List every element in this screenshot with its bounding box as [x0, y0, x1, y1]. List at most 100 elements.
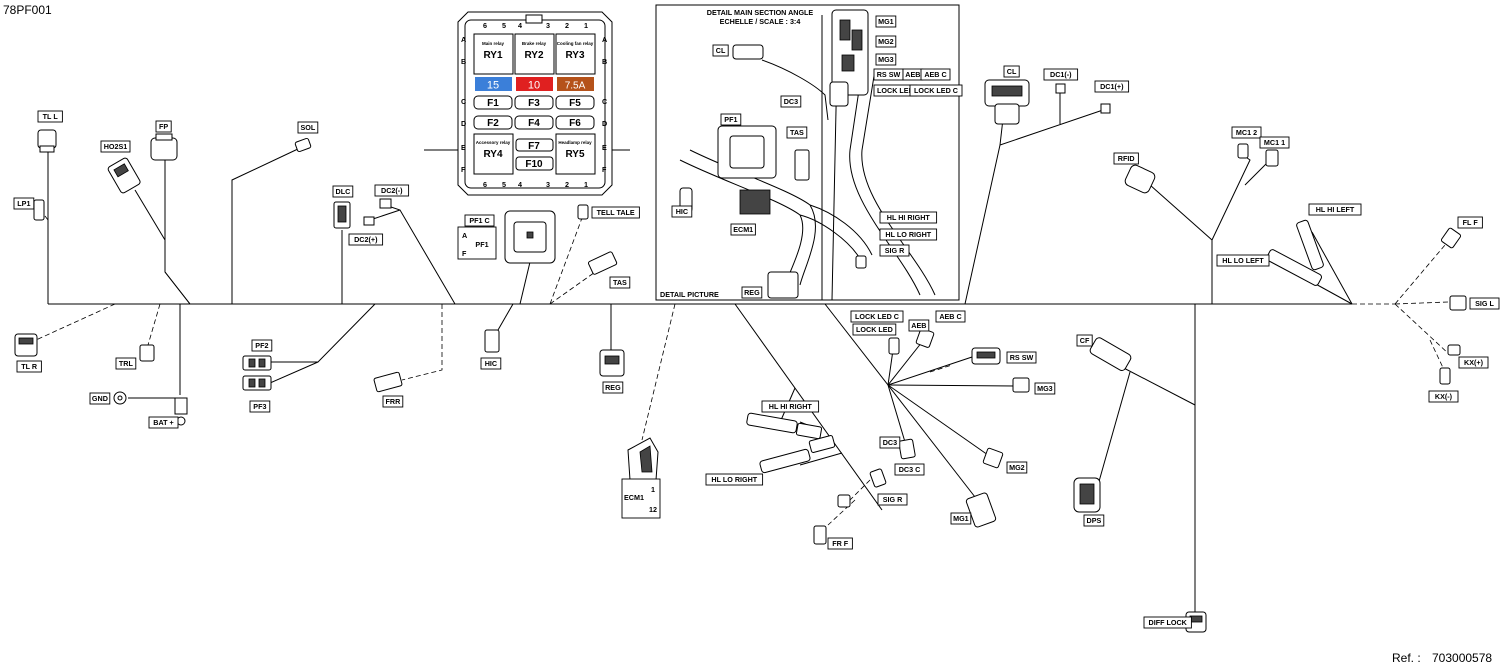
kx-pos-connector: [1447, 344, 1461, 356]
label-mc1-2: MC1 2: [1231, 126, 1262, 139]
svg-text:F7: F7: [528, 141, 540, 152]
svg-text:DC3: DC3: [784, 97, 798, 106]
label-tas: TAS: [786, 126, 808, 139]
label-gnd: GND: [89, 392, 111, 405]
svg-text:D: D: [602, 119, 607, 128]
fr-f-connector: [813, 494, 851, 545]
svg-text:F: F: [461, 165, 466, 174]
svg-text:5: 5: [502, 21, 506, 30]
label-aeb: AEB: [902, 68, 924, 81]
svg-text:A: A: [602, 35, 607, 44]
svg-text:10: 10: [528, 80, 540, 92]
label-frr: FRR: [382, 395, 404, 408]
label-sig-r: SIG R: [877, 493, 908, 506]
dc2-pos-connector: [363, 216, 375, 226]
svg-text:RY4: RY4: [483, 149, 503, 160]
svg-text:DPS: DPS: [1087, 516, 1102, 525]
mg3-connector: [1012, 377, 1030, 393]
label-mc1-1: MC1 1: [1259, 136, 1290, 149]
fuse-f6: F6: [555, 115, 595, 130]
svg-text:D: D: [461, 119, 466, 128]
fuse-f5: F5: [555, 95, 595, 110]
svg-text:DC3: DC3: [883, 438, 897, 447]
connectors: [14, 79, 1467, 633]
svg-text:15: 15: [487, 80, 499, 92]
label-diff-lock: DIFF LOCK: [1143, 616, 1192, 629]
svg-text:F: F: [602, 165, 607, 174]
svg-text:AEB C: AEB C: [939, 312, 961, 321]
svg-text:MG1: MG1: [878, 17, 894, 26]
svg-text:C: C: [461, 97, 466, 106]
label-tas: TAS: [609, 276, 631, 289]
label-lock-led-c: LOCK LED C: [909, 84, 963, 97]
label-dc3-c: DC3 C: [894, 463, 925, 476]
svg-text:MG2: MG2: [878, 37, 894, 46]
svg-text:HO2S1: HO2S1: [104, 142, 128, 151]
svg-text:F1: F1: [487, 98, 499, 109]
label-mg1: MG1: [950, 512, 972, 525]
svg-text:HIC: HIC: [485, 359, 497, 368]
svg-text:SIG L: SIG L: [1475, 299, 1494, 308]
svg-text:AEB: AEB: [905, 70, 920, 79]
svg-text:CL: CL: [716, 46, 726, 55]
label-aeb: AEB: [908, 319, 930, 332]
label-tl-l: TL L: [37, 110, 63, 123]
relay-ry4: Accessory relay RY4: [473, 133, 514, 175]
fuse-box-column-numbers-top: 6 5 4 3 2 1: [483, 21, 588, 30]
svg-text:E: E: [602, 143, 607, 152]
dc3-connector: [898, 438, 916, 460]
label-dc3: DC3: [879, 436, 901, 449]
svg-text:HL HI RIGHT: HL HI RIGHT: [887, 213, 931, 222]
svg-text:DC2(+): DC2(+): [354, 235, 378, 244]
mg2-connector: [982, 447, 1004, 469]
label-fp: FP: [155, 120, 172, 133]
svg-text:A: A: [462, 231, 467, 240]
svg-text:SOL: SOL: [301, 123, 316, 132]
svg-text:TAS: TAS: [613, 278, 627, 287]
label-mg2: MG2: [1006, 461, 1028, 474]
svg-text:B: B: [602, 57, 607, 66]
relay-ry5: Headlamp relay RY5: [555, 133, 596, 175]
svg-text:2: 2: [565, 180, 569, 189]
svg-text:MG1: MG1: [953, 514, 969, 523]
fuse-f2: F2: [473, 115, 513, 130]
svg-text:1: 1: [584, 180, 588, 189]
fuse-f10: F10: [515, 156, 554, 171]
svg-text:KX(-): KX(-): [1435, 392, 1453, 401]
svg-text:RY3: RY3: [565, 50, 585, 61]
ecm1-pinout-box: ECM1 1 12: [621, 478, 661, 519]
svg-text:ECM1: ECM1: [624, 493, 644, 502]
detail-title: DETAIL MAIN SECTION ANGLE: [707, 8, 814, 17]
svg-text:AEB: AEB: [911, 321, 926, 330]
tas-connector: [587, 251, 618, 275]
svg-text:LOCK LED C: LOCK LED C: [914, 86, 958, 95]
label-dlc: DLC: [332, 185, 354, 198]
svg-text:PF3: PF3: [253, 402, 266, 411]
svg-text:DLC: DLC: [336, 187, 351, 196]
sig-l-connector: [1449, 295, 1467, 311]
label-mg2: MG2: [875, 35, 897, 48]
label-dc2: DC2(+): [348, 233, 384, 246]
label-ecm1: ECM1: [730, 223, 756, 236]
dc1-neg-connector: [1055, 83, 1066, 94]
label-fr-f: FR F: [827, 537, 853, 550]
label-cl: CL: [712, 44, 729, 57]
svg-text:RY1: RY1: [483, 50, 503, 61]
lp1-connector: [33, 199, 45, 221]
svg-text:PF1 C: PF1 C: [469, 216, 489, 225]
label-mg3: MG3: [875, 53, 897, 66]
label-hl-lo-right: HL LO RIGHT: [879, 228, 938, 241]
svg-text:TRL: TRL: [119, 359, 134, 368]
dlc-connector: [333, 201, 351, 229]
svg-text:6: 6: [483, 21, 487, 30]
svg-text:MC1 1: MC1 1: [1264, 138, 1285, 147]
dps-connector: [1073, 477, 1101, 513]
svg-text:1: 1: [651, 485, 655, 494]
label-hl-hi-right: HL HI RIGHT: [879, 211, 938, 224]
svg-text:F10: F10: [525, 159, 543, 170]
sol-connector: [294, 137, 312, 153]
svg-text:F: F: [462, 249, 467, 258]
kx-neg-connector: [1439, 367, 1451, 385]
